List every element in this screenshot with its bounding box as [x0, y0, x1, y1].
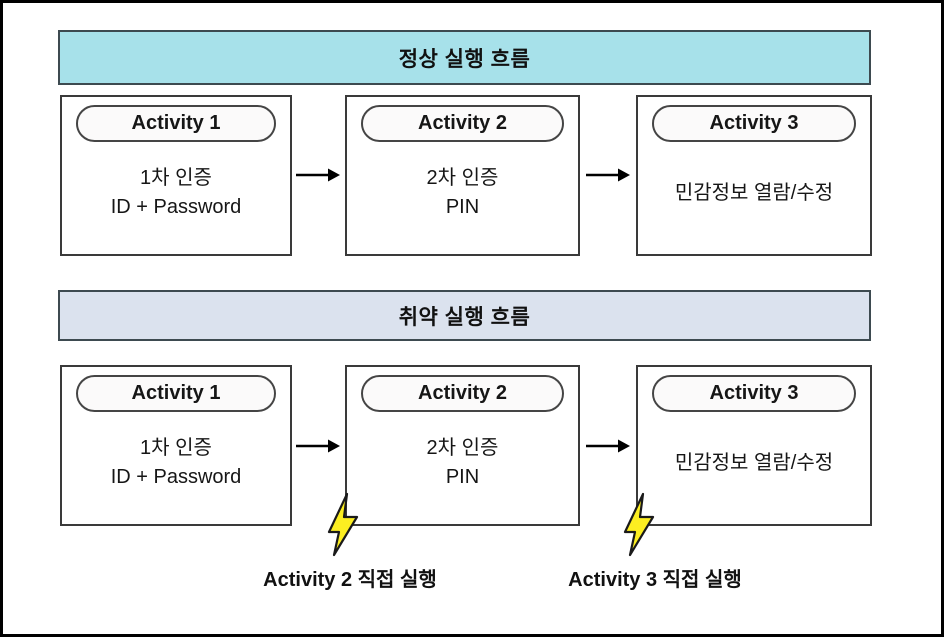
normal-flow-title: 정상 실행 흐름 — [398, 47, 531, 71]
activity-pill-label: Activity 2 — [418, 382, 507, 404]
vulnerable-activity-1-box: Activity 1 1차 인증 ID + Password — [60, 365, 292, 526]
normal-activity-3-body: 민감정보 열람/수정 — [652, 142, 856, 244]
normal-activity-2-body: 2차 인증 PIN — [361, 142, 564, 244]
normal-activity-2-pill: Activity 2 — [361, 105, 564, 142]
lightning-bolt-icon — [327, 492, 359, 557]
normal-activity-3-box: Activity 3 민감정보 열람/수정 — [636, 95, 872, 256]
vulnerable-activity-1-body: 1차 인증 ID + Password — [76, 412, 276, 514]
normal-activity-3-pill: Activity 3 — [652, 105, 856, 142]
vulnerable-flow-banner: 취약 실행 흐름 — [58, 290, 871, 341]
normal-flow-banner: 정상 실행 흐름 — [58, 30, 871, 85]
activity-line: PIN — [445, 466, 480, 488]
vulnerable-activity-3-box: Activity 3 민감정보 열람/수정 — [636, 365, 872, 526]
activity-pill-label: Activity 1 — [131, 382, 221, 404]
vulnerable-activity-3-pill: Activity 3 — [652, 375, 856, 412]
normal-activity-1-box: Activity 1 1차 인증 ID + Password — [60, 95, 292, 256]
vulnerable-activity-2-box: Activity 2 2차 인증 PIN — [345, 365, 580, 526]
activity-pill-label: Activity 1 — [131, 112, 221, 134]
vulnerable-activity-2-pill: Activity 2 — [361, 375, 564, 412]
activity-pill-label: Activity 2 — [418, 112, 507, 134]
vulnerable-flow-title: 취약 실행 흐름 — [398, 305, 531, 329]
arrow-right-icon — [296, 439, 340, 453]
arrow-right-icon — [586, 168, 630, 182]
activity-line: 2차 인증 — [426, 437, 499, 459]
activity-line: 1차 인증 — [140, 167, 212, 189]
activity-line: PIN — [445, 196, 480, 218]
activity-line: 민감정보 열람/수정 — [674, 181, 834, 204]
arrow-right-icon — [296, 168, 340, 182]
activity-line: 1차 인증 — [140, 437, 212, 459]
normal-activity-2-box: Activity 2 2차 인증 PIN — [345, 95, 580, 256]
direct-launch-label-activity-2: Activity 2 직접 실행 — [263, 569, 437, 591]
direct-launch-label-activity-3: Activity 3 직접 실행 — [568, 569, 742, 591]
arrow-right-icon — [586, 439, 630, 453]
vulnerable-activity-1-pill: Activity 1 — [76, 375, 276, 412]
activity-line: ID + Password — [110, 196, 242, 218]
vulnerable-activity-3-body: 민감정보 열람/수정 — [652, 412, 856, 514]
activity-line: 2차 인증 — [426, 167, 499, 189]
vulnerable-activity-2-body: 2차 인증 PIN — [361, 412, 564, 514]
activity-line: ID + Password — [110, 466, 242, 488]
normal-activity-1-pill: Activity 1 — [76, 105, 276, 142]
normal-activity-1-body: 1차 인증 ID + Password — [76, 142, 276, 244]
activity-pill-label: Activity 3 — [709, 112, 799, 134]
activity-line: 민감정보 열람/수정 — [674, 451, 834, 474]
lightning-bolt-icon — [623, 492, 655, 557]
activity-pill-label: Activity 3 — [709, 382, 799, 404]
